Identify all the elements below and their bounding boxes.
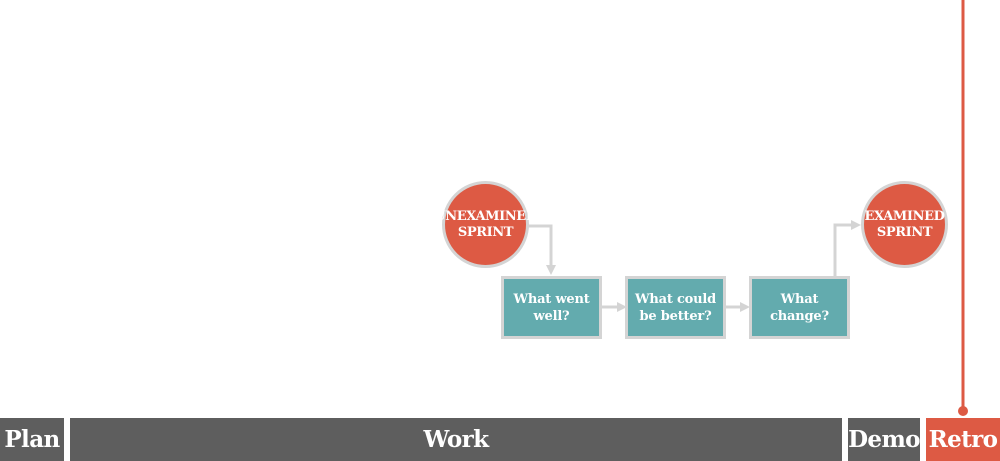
phase-label: Demo [848, 426, 920, 453]
examined-sprint-node: EXAMINED SPRINT [861, 181, 948, 268]
phase-work: Work [70, 418, 842, 461]
unexamined-sprint-label: UNEXAMINED SPRINT [434, 208, 537, 240]
arrow-start-to-step-1 [525, 224, 556, 275]
step-label: What change? [770, 291, 829, 324]
unexamined-sprint-node: UNEXAMINED SPRINT [434, 181, 537, 268]
retro-marker-dot [958, 406, 968, 416]
phase-plan: Plan [0, 418, 64, 461]
step-what-went-well: What went well? [501, 276, 602, 339]
examined-sprint-label: EXAMINED SPRINT [864, 208, 945, 240]
arrow-step-3-to-end [833, 220, 861, 276]
step-label: What could be better? [634, 291, 717, 324]
phase-label: Work [423, 426, 490, 453]
phase-demo: Demo [848, 418, 921, 461]
step-what-could-be-better: What could be better? [625, 276, 726, 339]
phase-label: Retro [928, 426, 998, 453]
phase-retro: Retro [926, 418, 1000, 461]
step-what-change: What change? [749, 276, 850, 339]
step-label: What went well? [513, 291, 590, 324]
phase-label: Plan [4, 426, 60, 453]
